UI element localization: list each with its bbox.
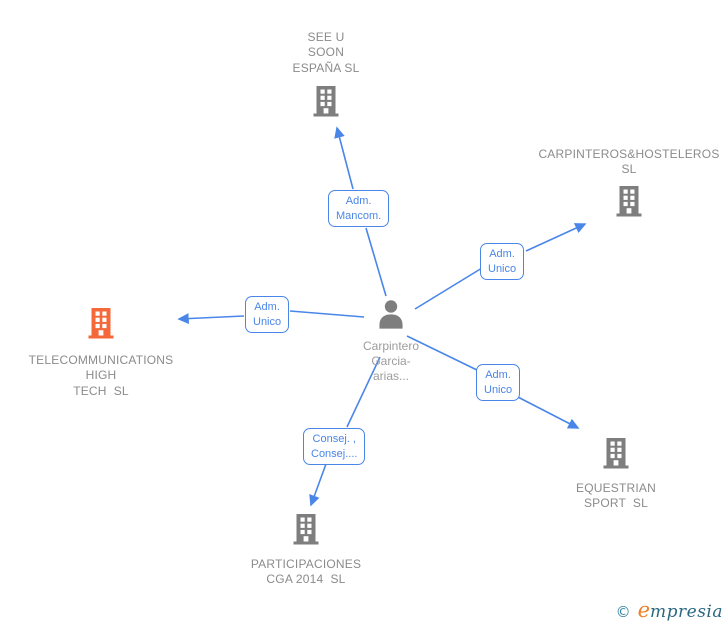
edge-adm-unico-to-carpinteros — [525, 223, 587, 252]
company-name: PARTICIPACIONES CGA 2014 SL — [250, 557, 362, 587]
building-icon — [309, 84, 343, 123]
person-icon — [372, 296, 410, 339]
building-icon — [599, 436, 633, 475]
building-icon — [84, 306, 118, 345]
company-name: SEE U SOON ESPAÑA SL — [292, 30, 360, 75]
edge-adm-unico-to-equestrian — [511, 393, 580, 429]
company-node-participaciones[interactable]: PARTICIPACIONES CGA 2014 SL — [221, 512, 391, 588]
relation-badge-adm-unico-carpinteros: Adm. Unico — [480, 243, 525, 281]
company-name: EQUESTRIAN SPORT SL — [575, 481, 656, 511]
logo-initial: e — [637, 598, 650, 622]
edge-person-to-adm-mancom — [365, 227, 387, 297]
relation-badge-adm-unico-telecom: Adm. Unico — [245, 296, 290, 334]
relation-badge-adm-mancom: Adm. Mancom. — [328, 190, 390, 228]
company-node-telecommunications[interactable]: TELECOMMUNICATIONS HIGH TECH SL — [16, 306, 186, 399]
person-name: Carpintero Garcia- arias... — [362, 339, 420, 383]
logo-rest: mpresia — [650, 602, 723, 622]
company-node-equestrian[interactable]: EQUESTRIAN SPORT SL — [541, 436, 691, 512]
company-name: TELECOMMUNICATIONS HIGH TECH SL — [28, 353, 174, 398]
company-name: CARPINTEROS&HOSTELEROS SL — [538, 147, 720, 177]
relation-badge-consej-participaciones: Consej. , Consej.... — [303, 428, 366, 466]
empresia-watermark: © empresia — [616, 598, 723, 622]
building-icon — [612, 184, 646, 223]
edge-adm-unico-to-telecom — [177, 313, 245, 324]
copyright-symbol: © — [615, 603, 631, 621]
relation-badge-adm-unico-equestrian: Adm. Unico — [476, 364, 521, 402]
building-icon — [289, 512, 323, 551]
empresia-logo: empresia — [638, 598, 723, 622]
company-node-carpinteros[interactable]: CARPINTEROS&HOSTELEROS SL — [529, 147, 728, 223]
person-node-carpintero[interactable]: Carpintero Garcia- arias... — [326, 296, 456, 384]
company-node-see-u-soon[interactable]: SEE U SOON ESPAÑA SL — [246, 30, 406, 123]
edge-consej-to-participaciones — [309, 463, 327, 507]
edge-adm-mancom-to-see-u-soon — [334, 126, 354, 190]
